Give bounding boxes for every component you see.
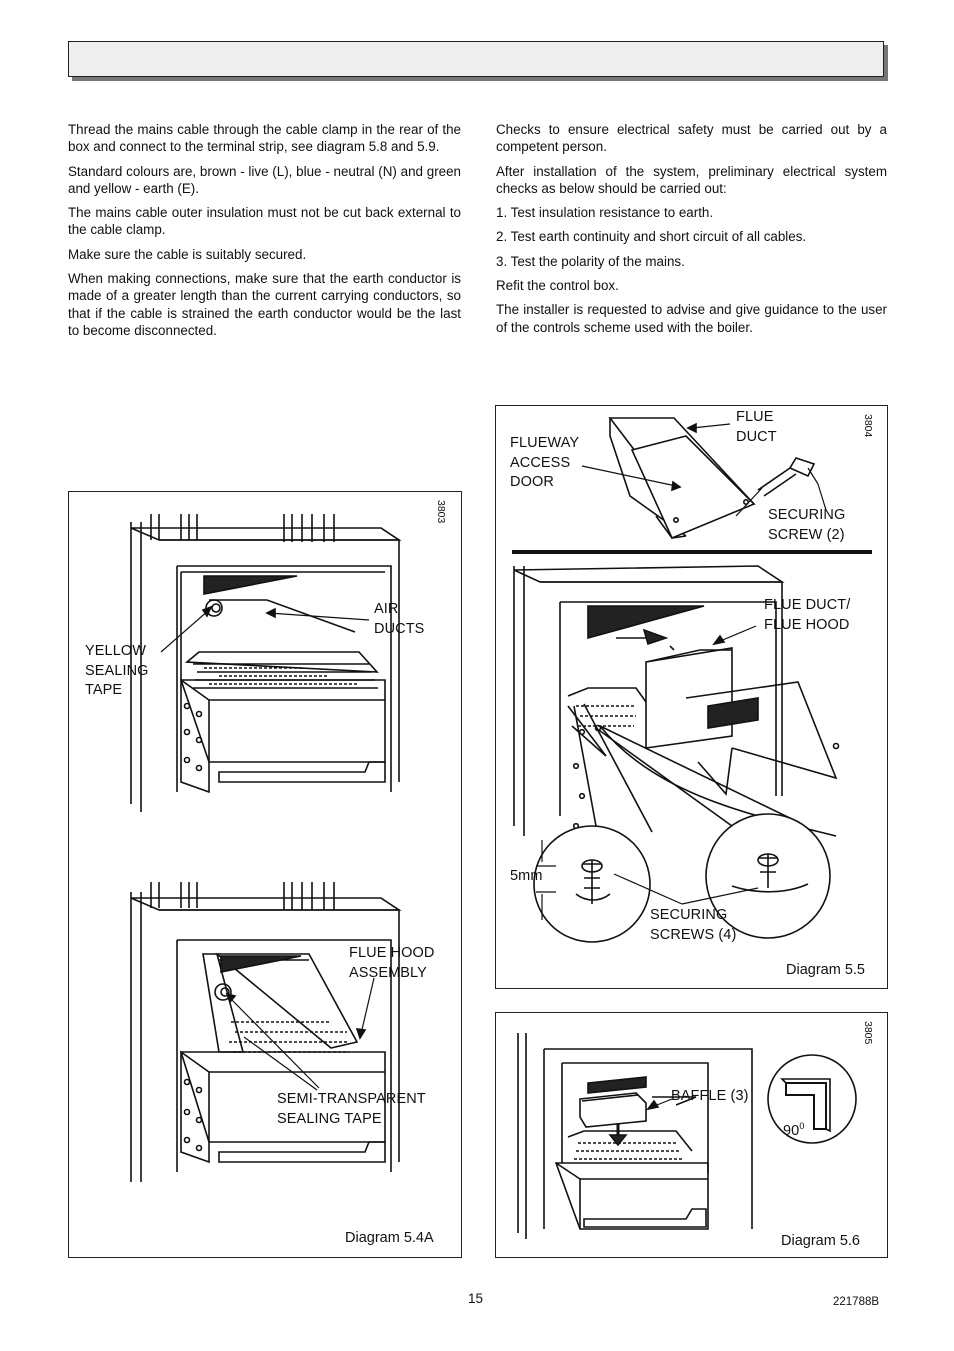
paragraph: Refit the control box.	[496, 278, 619, 294]
paragraph: Checks to ensure electrical safety must …	[496, 122, 887, 155]
diagram-5-4a: 3803 AIR DUCTS YELLOW SEALING TAPE FLUE …	[68, 491, 462, 1258]
diagram-5-4a-drawing	[130, 514, 402, 1182]
label-flueway-access-door: FLUEWAY ACCESS DOOR	[510, 435, 580, 490]
paragraph: Make sure the cable is suitably secured.	[68, 246, 307, 262]
paragraph: After installation of the system, prelim…	[496, 163, 887, 196]
diagram-5-6-drawing	[517, 1033, 857, 1239]
document-code: 221788B	[833, 1296, 880, 1308]
label-flue-duct-hood: FLUE DUCT/ FLUE HOOD	[764, 597, 851, 633]
boiler-flue-hood-illustration	[513, 565, 840, 837]
diagram-caption: Diagram 5.4A	[345, 1230, 434, 1246]
screw-detail-circles	[533, 703, 831, 943]
diagram-5-5: 3804 FLUE DUCT FLUEWAY ACCESS DOOR SECUR…	[495, 405, 888, 989]
label-baffle: BAFFLE (3)	[671, 1088, 749, 1104]
diagram-5-6: 3805 BAFFLE (3) 900 Diagram 5.6	[495, 1012, 888, 1258]
list-item: 3. Test the polarity of the mains.	[496, 253, 685, 269]
list-item: 1. Test insulation resistance to earth.	[496, 205, 714, 221]
left-text-column: Thread the mains cable through the cable…	[68, 121, 461, 346]
diagram-5-5-drawing	[512, 417, 872, 943]
label-flue-duct: FLUE DUCT	[736, 409, 777, 445]
figure-number: 3803	[435, 500, 447, 524]
label-air-ducts: AIR DUCTS	[374, 601, 425, 637]
label-gap-5mm: 5mm	[510, 868, 543, 884]
paragraph: The installer is requested to advise and…	[496, 302, 887, 335]
paragraph: Thread the mains cable through the cable…	[68, 122, 461, 155]
figure-number: 3804	[862, 414, 874, 438]
diagram-caption: Diagram 5.5	[786, 962, 865, 978]
label-semi-transparent-tape: SEMI-TRANSPARENT SEALING TAPE	[277, 1091, 426, 1127]
paragraph: Standard colours are, brown - live (L), …	[68, 163, 461, 196]
boiler-illustration-lower	[130, 882, 402, 1182]
list-item: 2. Test earth continuity and short circu…	[496, 229, 807, 245]
page-number: 15	[468, 1291, 484, 1306]
diagram-caption: Diagram 5.6	[781, 1233, 860, 1249]
label-angle: 900	[783, 1121, 805, 1139]
label-yellow-sealing-tape: YELLOW SEALING TAPE	[85, 643, 149, 698]
flue-duct-detail	[581, 417, 827, 540]
section-header-bar	[68, 41, 884, 77]
label-flue-hood-assembly: FLUE HOOD ASSEMBLY	[349, 945, 435, 981]
right-text-column: Checks to ensure electrical safety must …	[496, 121, 887, 343]
figure-number: 3805	[862, 1021, 874, 1045]
boiler-illustration-upper	[130, 514, 402, 812]
label-securing-screws: SECURING SCREWS (4)	[650, 907, 737, 943]
boiler-baffle-illustration	[517, 1033, 753, 1239]
angle-detail	[767, 1054, 857, 1144]
paragraph: The mains cable outer insulation must no…	[68, 205, 461, 238]
label-securing-screw: SECURING SCREW (2)	[768, 507, 846, 543]
paragraph: When making connections, make sure that …	[68, 271, 461, 338]
